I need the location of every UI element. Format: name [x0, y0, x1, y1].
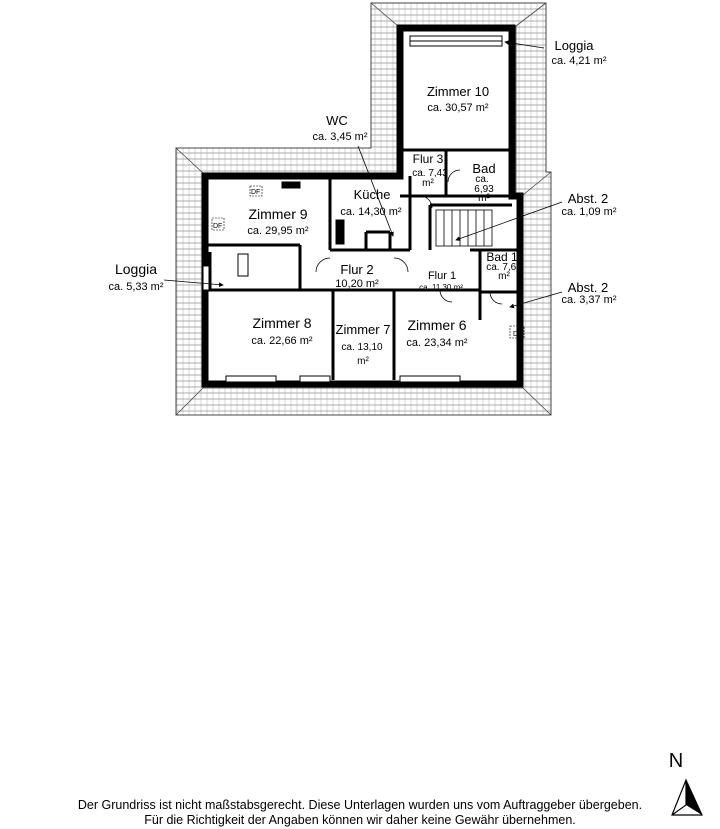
- zimmer6-name: Zimmer 6: [407, 317, 466, 333]
- zimmer10-name: Zimmer 10: [427, 84, 489, 99]
- roof-window-markers: [211, 185, 525, 339]
- flur2-area: 10,20 m²: [335, 278, 379, 290]
- zimmer7-name: Zimmer 7: [336, 322, 391, 337]
- zimmer8-name: Zimmer 8: [252, 315, 311, 331]
- flur1-name: Flur 1: [428, 270, 456, 282]
- zimmer8-area: ca. 22,66 m²: [251, 335, 312, 347]
- north-compass: N: [669, 750, 703, 816]
- disclaimer: Der Grundriss ist nicht maßstabsgerecht.…: [0, 798, 720, 828]
- disclaimer-line-2: Für die Richtigkeit der Angaben können w…: [144, 813, 576, 827]
- room-labels: Zimmer 10 ca. 30,57 m² Loggia ca. 4,21 m…: [108, 38, 616, 367]
- door-swings: [315, 169, 503, 305]
- df-marker-zimmer9: DF: [213, 223, 222, 230]
- loggia-left-name: Loggia: [115, 261, 157, 277]
- df-marker-zimmer6: DF: [513, 331, 522, 338]
- bad-name: Bad: [472, 161, 495, 176]
- bad1-area-b: m²: [498, 271, 510, 282]
- bad-area-a: ca.: [475, 174, 488, 185]
- zimmer6-area: ca. 23,34 m²: [406, 337, 467, 349]
- leader-lines: [163, 40, 563, 309]
- bad1-area-a: ca. 7,69: [486, 262, 522, 273]
- zimmer9-name: Zimmer 9: [248, 206, 307, 222]
- flur3-area-b: m²: [422, 178, 434, 189]
- flur2-name: Flur 2: [340, 262, 373, 277]
- disclaimer-line-1: Der Grundriss ist nicht maßstabsgerecht.…: [77, 798, 643, 812]
- fixtures: [237, 181, 345, 277]
- loggia-top-area: ca. 4,21 m²: [551, 55, 606, 67]
- interior-walls: [205, 148, 520, 380]
- zimmer7-area-b: m²: [357, 356, 369, 367]
- windows: [202, 35, 503, 383]
- bad-area-b: 6,93: [474, 184, 494, 195]
- flur3-name: Flur 3: [413, 152, 444, 166]
- flur3-area-a: ca. 7,43: [412, 168, 448, 179]
- kueche-name: Küche: [354, 187, 391, 202]
- wc-area: ca. 3,45 m²: [312, 131, 367, 143]
- abst2-top-area: ca. 1,09 m²: [561, 206, 616, 218]
- north-arrow-fill: [686, 780, 702, 815]
- abst2-top-name: Abst. 2: [568, 191, 608, 206]
- bad1-name: Bad 1: [486, 250, 518, 264]
- bad-area-c: m²: [478, 193, 490, 204]
- loggia-left-area: ca. 5,33 m²: [108, 281, 163, 293]
- abst2-bottom-area: ca. 3,37 m²: [561, 294, 616, 306]
- zimmer7-area-a: ca. 13,10: [341, 342, 383, 353]
- north-label: N: [669, 750, 683, 772]
- stairs: [435, 209, 493, 247]
- zimmer10-area: ca. 30,57 m²: [427, 102, 488, 114]
- zimmer9-area: ca. 29,95 m²: [247, 225, 308, 237]
- loggia-top-name: Loggia: [554, 38, 594, 53]
- wc-name: WC: [326, 113, 348, 128]
- df-marker-top: DF: [251, 189, 260, 196]
- abst2-bottom-name: Abst. 2: [568, 280, 608, 295]
- flur1-area: ca. 11,30 m²: [419, 283, 463, 292]
- kueche-area: ca. 14,30 m²: [340, 206, 401, 218]
